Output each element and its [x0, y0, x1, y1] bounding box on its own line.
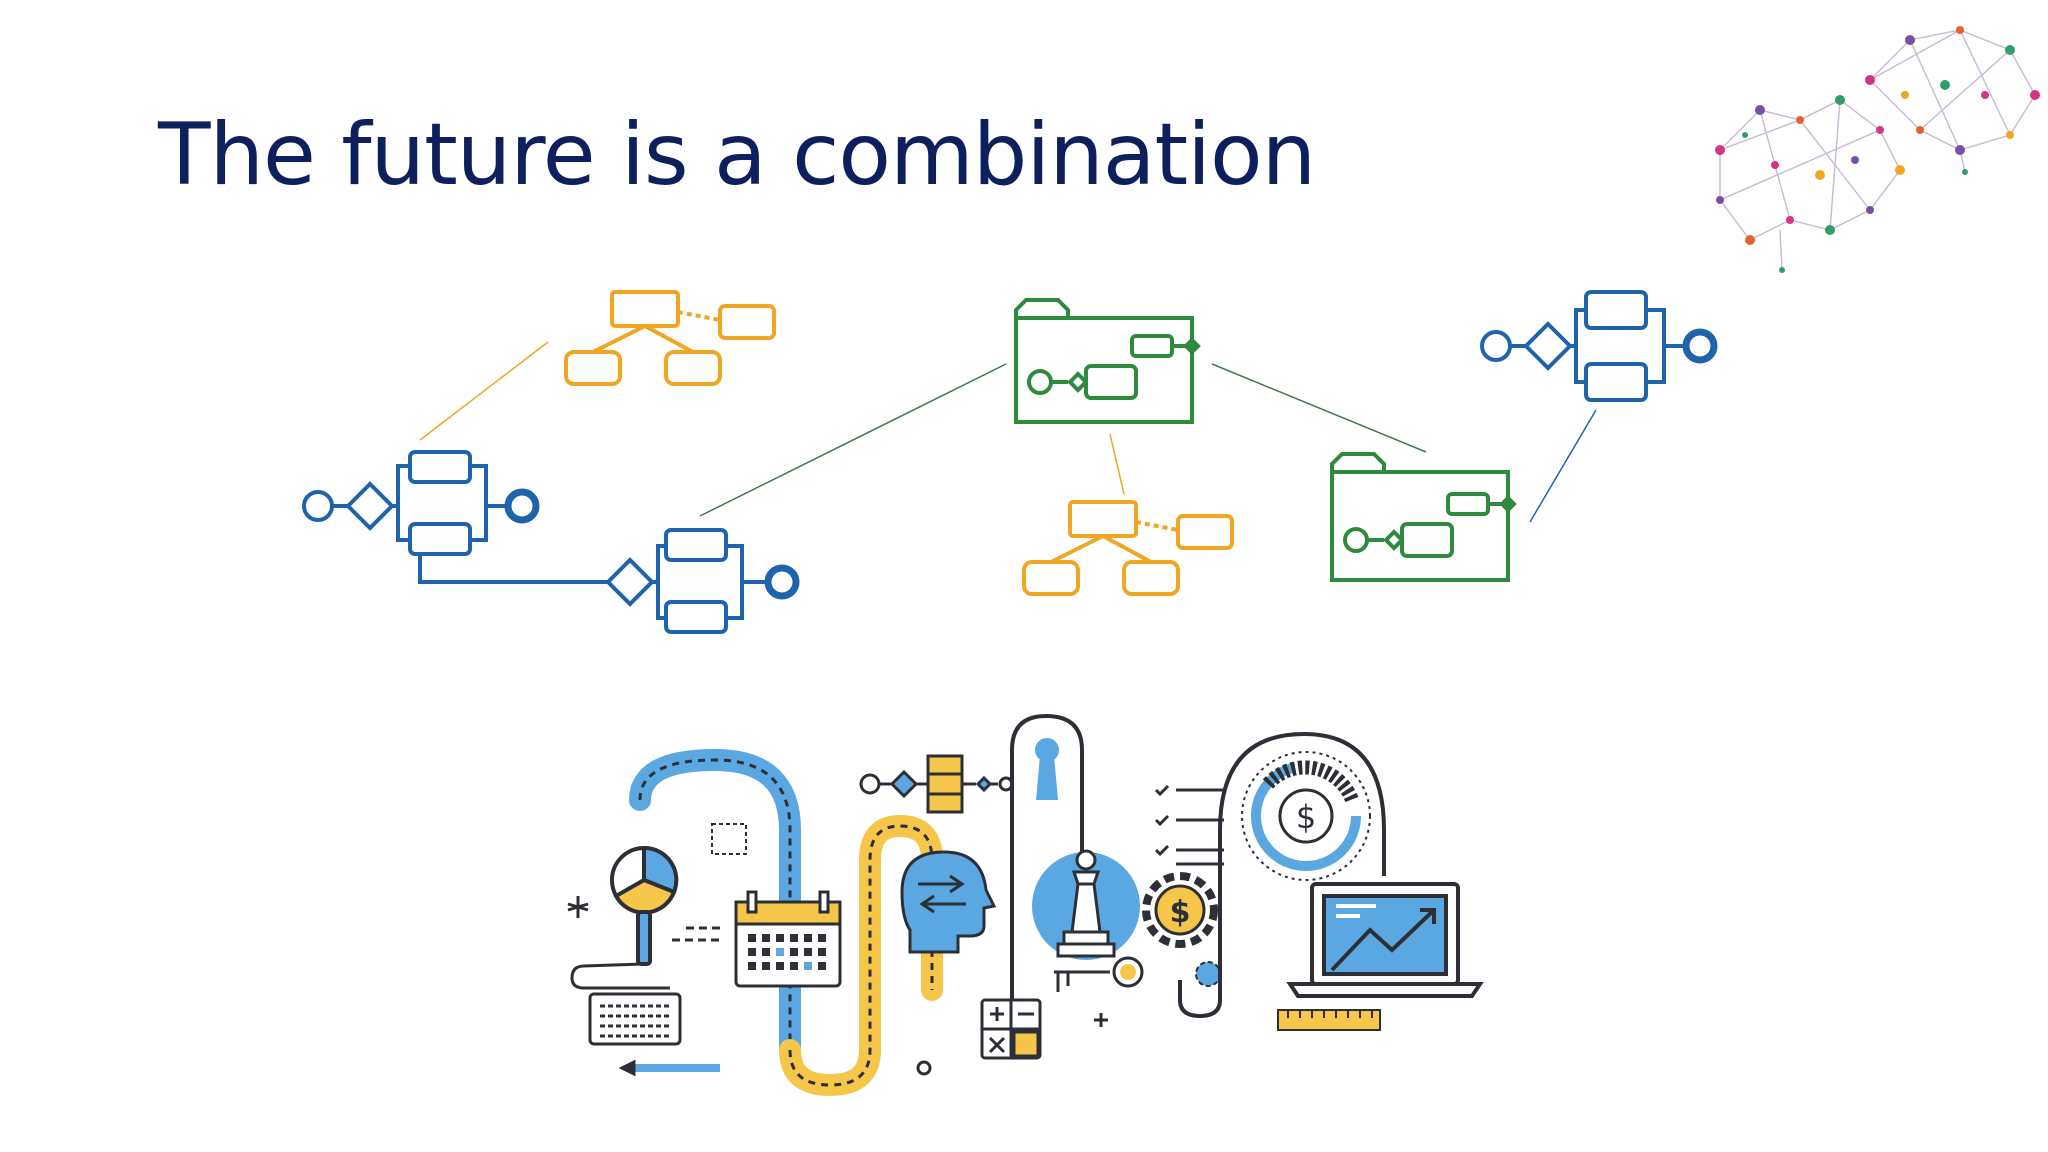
business-automation-illustration: $ $ — [567, 713, 1484, 1097]
process-folder-icon — [1014, 298, 1201, 424]
decision-tree-icon — [1022, 500, 1234, 596]
brain-network-icon — [1715, 26, 2040, 273]
bpmn-process-icon — [1480, 290, 1718, 402]
connector-lines — [419, 341, 1597, 523]
slide-title: The future is a combination — [158, 105, 1316, 205]
bpmn-process-icon — [302, 450, 540, 556]
svg-text:$: $ — [1296, 798, 1316, 836]
process-folder-icon — [1330, 452, 1517, 582]
bpmn-process-icon — [605, 528, 800, 634]
process-link-line — [418, 556, 610, 584]
decision-tree-icon — [564, 290, 776, 386]
svg-text:$: $ — [1170, 895, 1191, 930]
